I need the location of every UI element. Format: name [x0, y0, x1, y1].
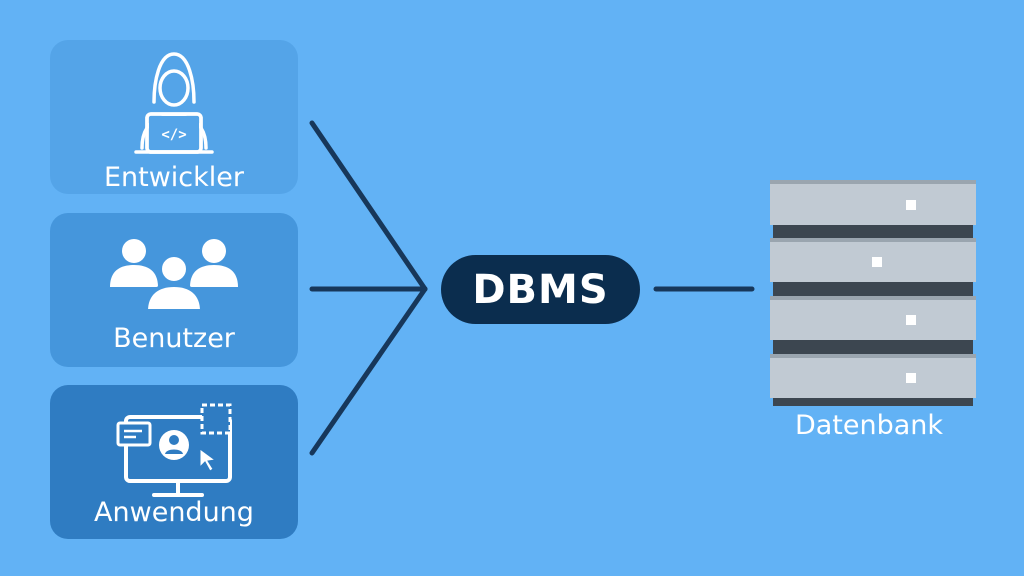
dbms-node: DBMS	[441, 255, 640, 324]
application-monitor-icon	[116, 403, 232, 497]
connector-developer	[309, 120, 428, 292]
actor-card-application: Anwendung	[50, 385, 298, 539]
developer-laptop-icon: </>	[134, 52, 214, 154]
server-stack-icon	[770, 180, 976, 406]
database-label: Datenbank	[794, 410, 944, 441]
actor-label-application: Anwendung	[94, 497, 254, 528]
user-group-icon	[110, 239, 238, 313]
actor-card-developer: </> Entwickler	[50, 40, 298, 194]
actor-label-developer: Entwickler	[103, 162, 245, 193]
actor-label-user: Benutzer	[113, 323, 235, 354]
svg-text:</>: </>	[161, 127, 186, 143]
connector-application	[309, 286, 428, 456]
actor-card-user: Benutzer	[50, 213, 298, 367]
